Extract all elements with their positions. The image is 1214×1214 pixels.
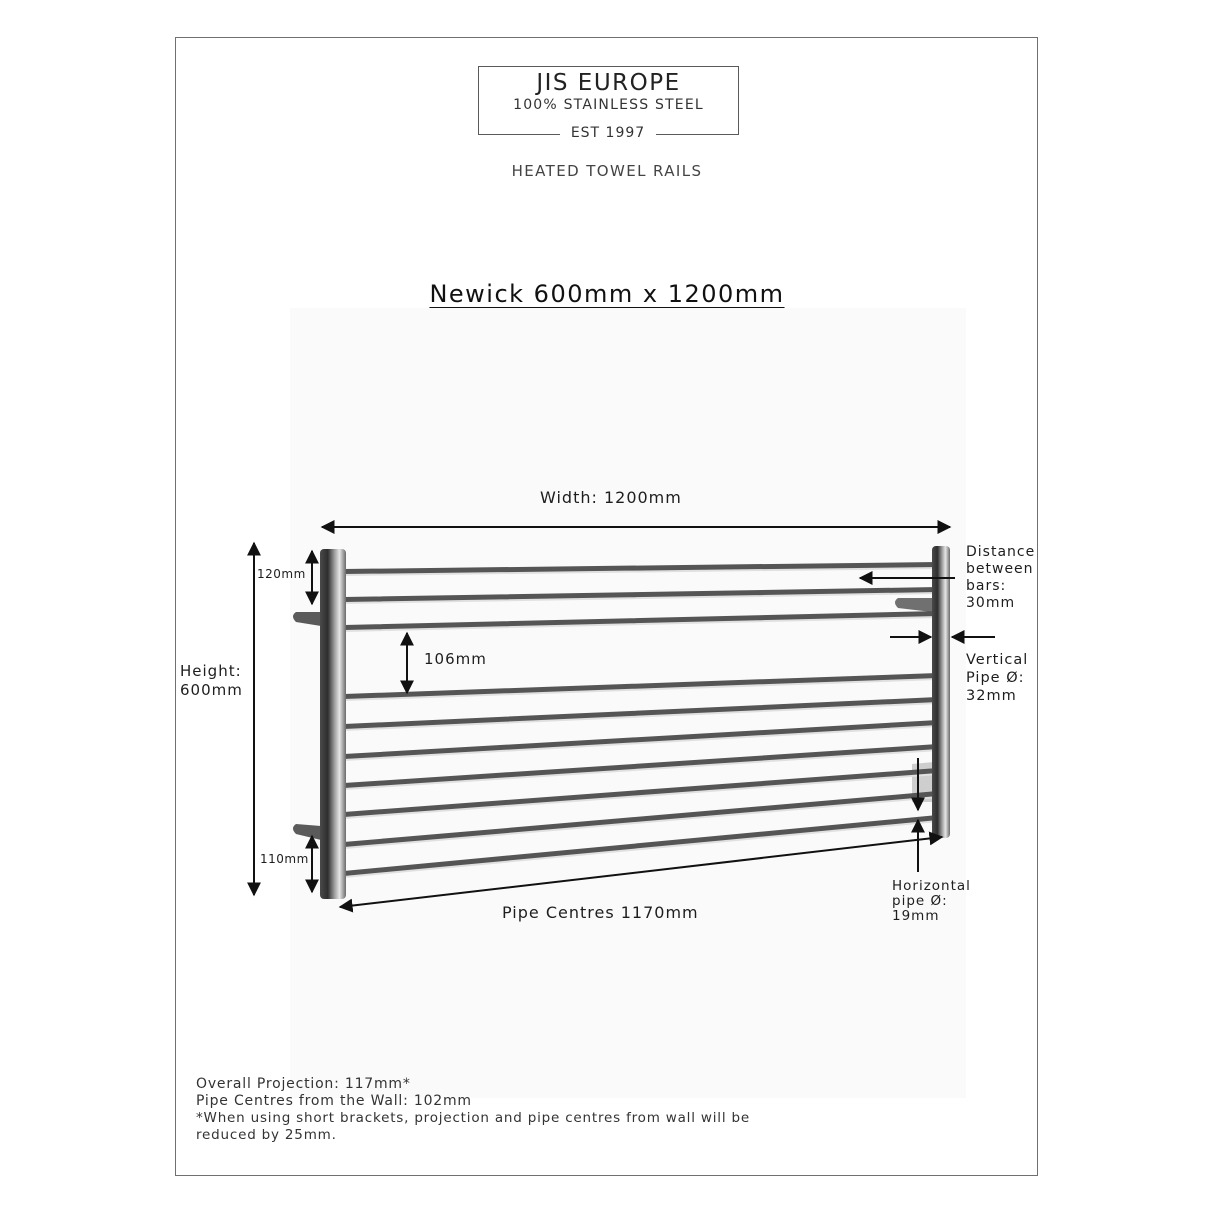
horizontal-pipe-label: Horizontal pipe Ø: 19mm <box>892 878 971 924</box>
brand-name: JIS EUROPE <box>536 70 681 96</box>
width-label: Width: 1200mm <box>540 488 682 507</box>
pipe-centres-label: Pipe Centres 1170mm <box>502 903 699 922</box>
brand-established: EST 1997 <box>560 125 656 141</box>
pipe-centres-from-wall: Pipe Centres from the Wall: 102mm <box>196 1093 472 1109</box>
brand-tagline: HEATED TOWEL RAILS <box>511 162 703 180</box>
footnote-line-1: *When using short brackets, projection a… <box>196 1110 750 1126</box>
left-vertical-pipe <box>320 549 346 899</box>
height-value: 600mm <box>180 681 243 699</box>
dimension-arrows <box>247 520 995 913</box>
brand-subtitle: 100% STAINLESS STEEL <box>513 97 704 113</box>
spec-notes: Overall Projection: 117mm* Pipe Centres … <box>196 1076 750 1144</box>
top-offset-label: 120mm <box>257 567 306 581</box>
vertical-pipe-label: Vertical Pipe Ø: 32mm <box>966 652 1029 704</box>
horizontal-bars <box>341 562 941 878</box>
bottom-offset-label: 110mm <box>260 852 309 866</box>
height-label: Height: <box>180 662 242 680</box>
product-title: Newick 600mm x 1200mm <box>429 280 785 308</box>
bar-gap-label: 106mm <box>424 650 487 668</box>
footnote-line-2: reduced by 25mm. <box>196 1127 337 1143</box>
right-vertical-pipe <box>932 546 950 838</box>
overall-projection: Overall Projection: 117mm* <box>196 1076 411 1092</box>
distance-between-bars-label: Distance between bars: 30mm <box>966 544 1036 611</box>
